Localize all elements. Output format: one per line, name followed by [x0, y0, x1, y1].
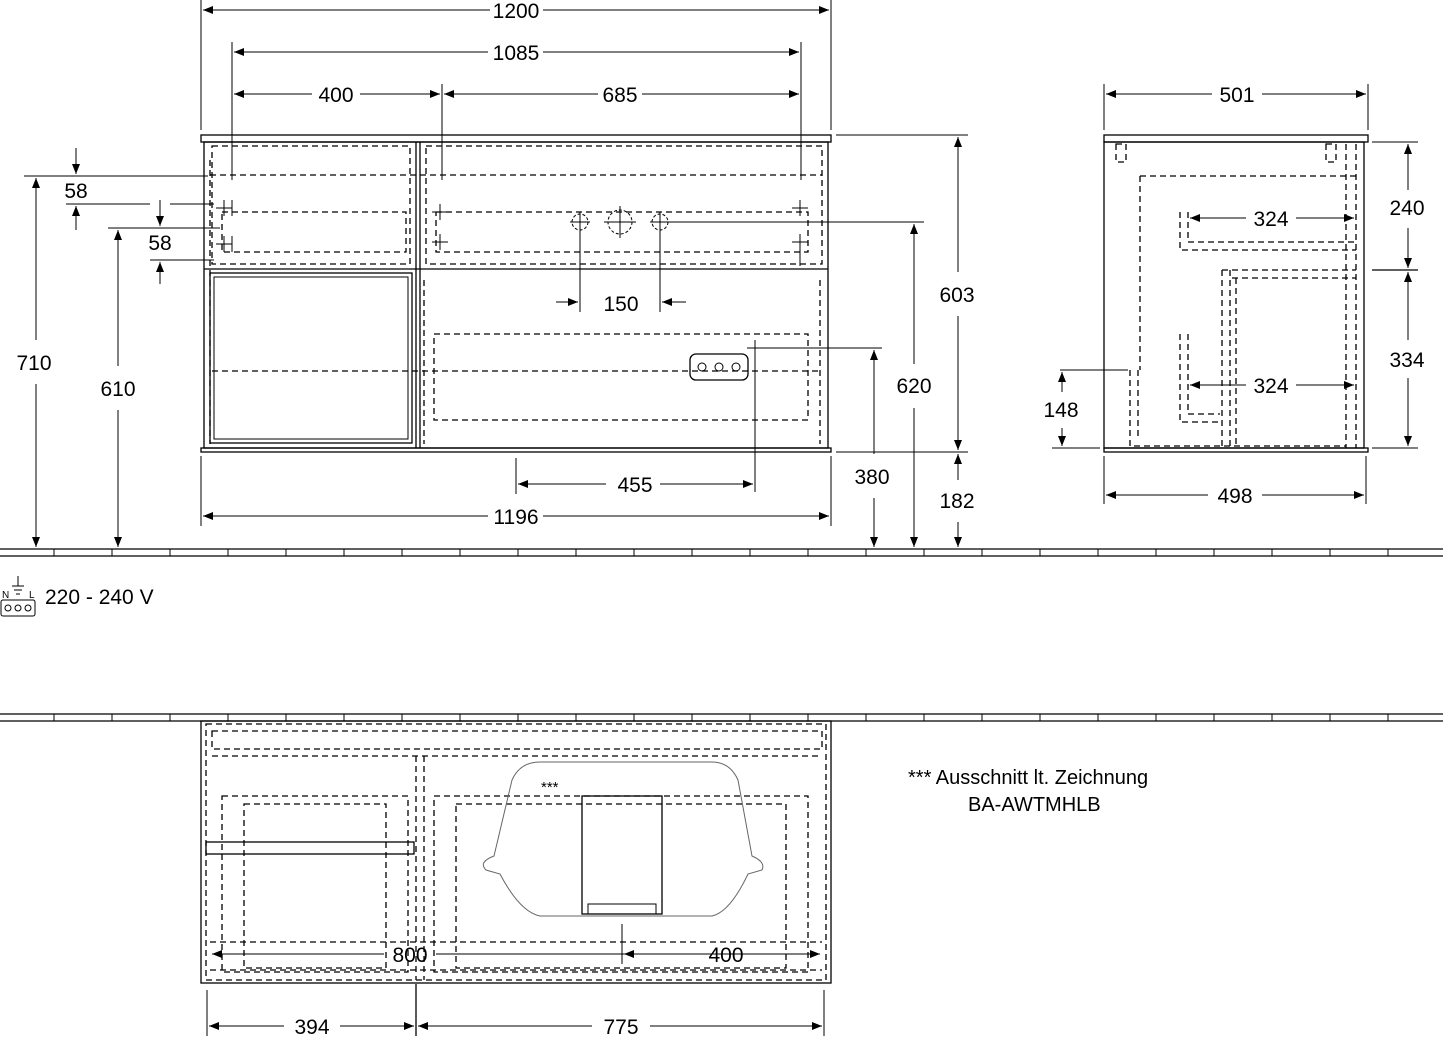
dim-side-depth-bottom: 498	[1217, 485, 1252, 508]
side-view	[1060, 134, 1418, 453]
tap-hole-right	[650, 212, 670, 232]
plug-label-n: N	[2, 590, 9, 601]
dim-side-drawer-a: 324	[1253, 208, 1288, 231]
dim-width-1196: 1196	[493, 506, 538, 529]
top-outline	[200, 720, 832, 984]
countertop	[200, 134, 832, 143]
dim-top-394: 394	[294, 1016, 329, 1038]
plug-label-l: L	[29, 590, 35, 601]
dim-height-182: 182	[939, 490, 974, 513]
top-view	[200, 720, 832, 984]
dim-height-620: 620	[896, 375, 931, 398]
dim-right-section: 685	[602, 84, 637, 107]
front-view	[200, 134, 924, 492]
side-body	[1103, 141, 1365, 449]
floor-line-upper	[0, 548, 1443, 557]
side-view-dimensions	[1052, 84, 1418, 504]
dim-side-height-334: 334	[1389, 349, 1424, 372]
cutout-asterisks: ***	[541, 779, 559, 796]
note-line-1: *** Ausschnitt lt. Zeichnung	[908, 767, 1148, 789]
dim-top-400: 400	[708, 944, 743, 967]
front-view-dimensions	[24, 0, 968, 547]
dim-depth-left-b: 58	[148, 232, 171, 255]
dim-side-height-148: 148	[1043, 399, 1078, 422]
dim-socket-offset: 455	[617, 474, 652, 497]
tap-hole-center	[604, 206, 636, 238]
tap-hole-left	[570, 212, 590, 232]
waste-channel	[581, 795, 663, 915]
dim-depth-left-a: 58	[64, 180, 87, 203]
dim-side-depth-top: 501	[1219, 84, 1254, 107]
cabinet-body	[203, 141, 829, 449]
dim-width-total: 1200	[493, 0, 540, 23]
dim-side-height-240: 240	[1389, 197, 1424, 220]
dim-left-section: 400	[318, 84, 353, 107]
floor-line-lower	[0, 713, 1443, 722]
dim-height-380: 380	[854, 466, 889, 489]
left-door	[209, 272, 413, 444]
voltage-label: 220 - 240 V	[45, 586, 154, 609]
dim-height-603: 603	[939, 284, 974, 307]
note-line-2: BA-AWTMHLB	[968, 794, 1101, 816]
dim-top-800: 800	[392, 944, 427, 967]
dim-top-775: 775	[603, 1016, 638, 1038]
side-countertop	[1103, 134, 1369, 143]
power-socket	[689, 353, 749, 381]
dim-tap-spacing: 150	[603, 293, 638, 316]
dim-side-drawer-b: 324	[1253, 375, 1288, 398]
basin-cutout	[482, 761, 764, 917]
dim-width-inner: 1085	[493, 42, 540, 65]
top-view-dimensions	[206, 950, 825, 1036]
drawer-outline	[433, 333, 809, 421]
dim-height-610: 610	[100, 378, 135, 401]
dim-height-total: 710	[16, 352, 51, 375]
plug-icon	[0, 576, 36, 617]
